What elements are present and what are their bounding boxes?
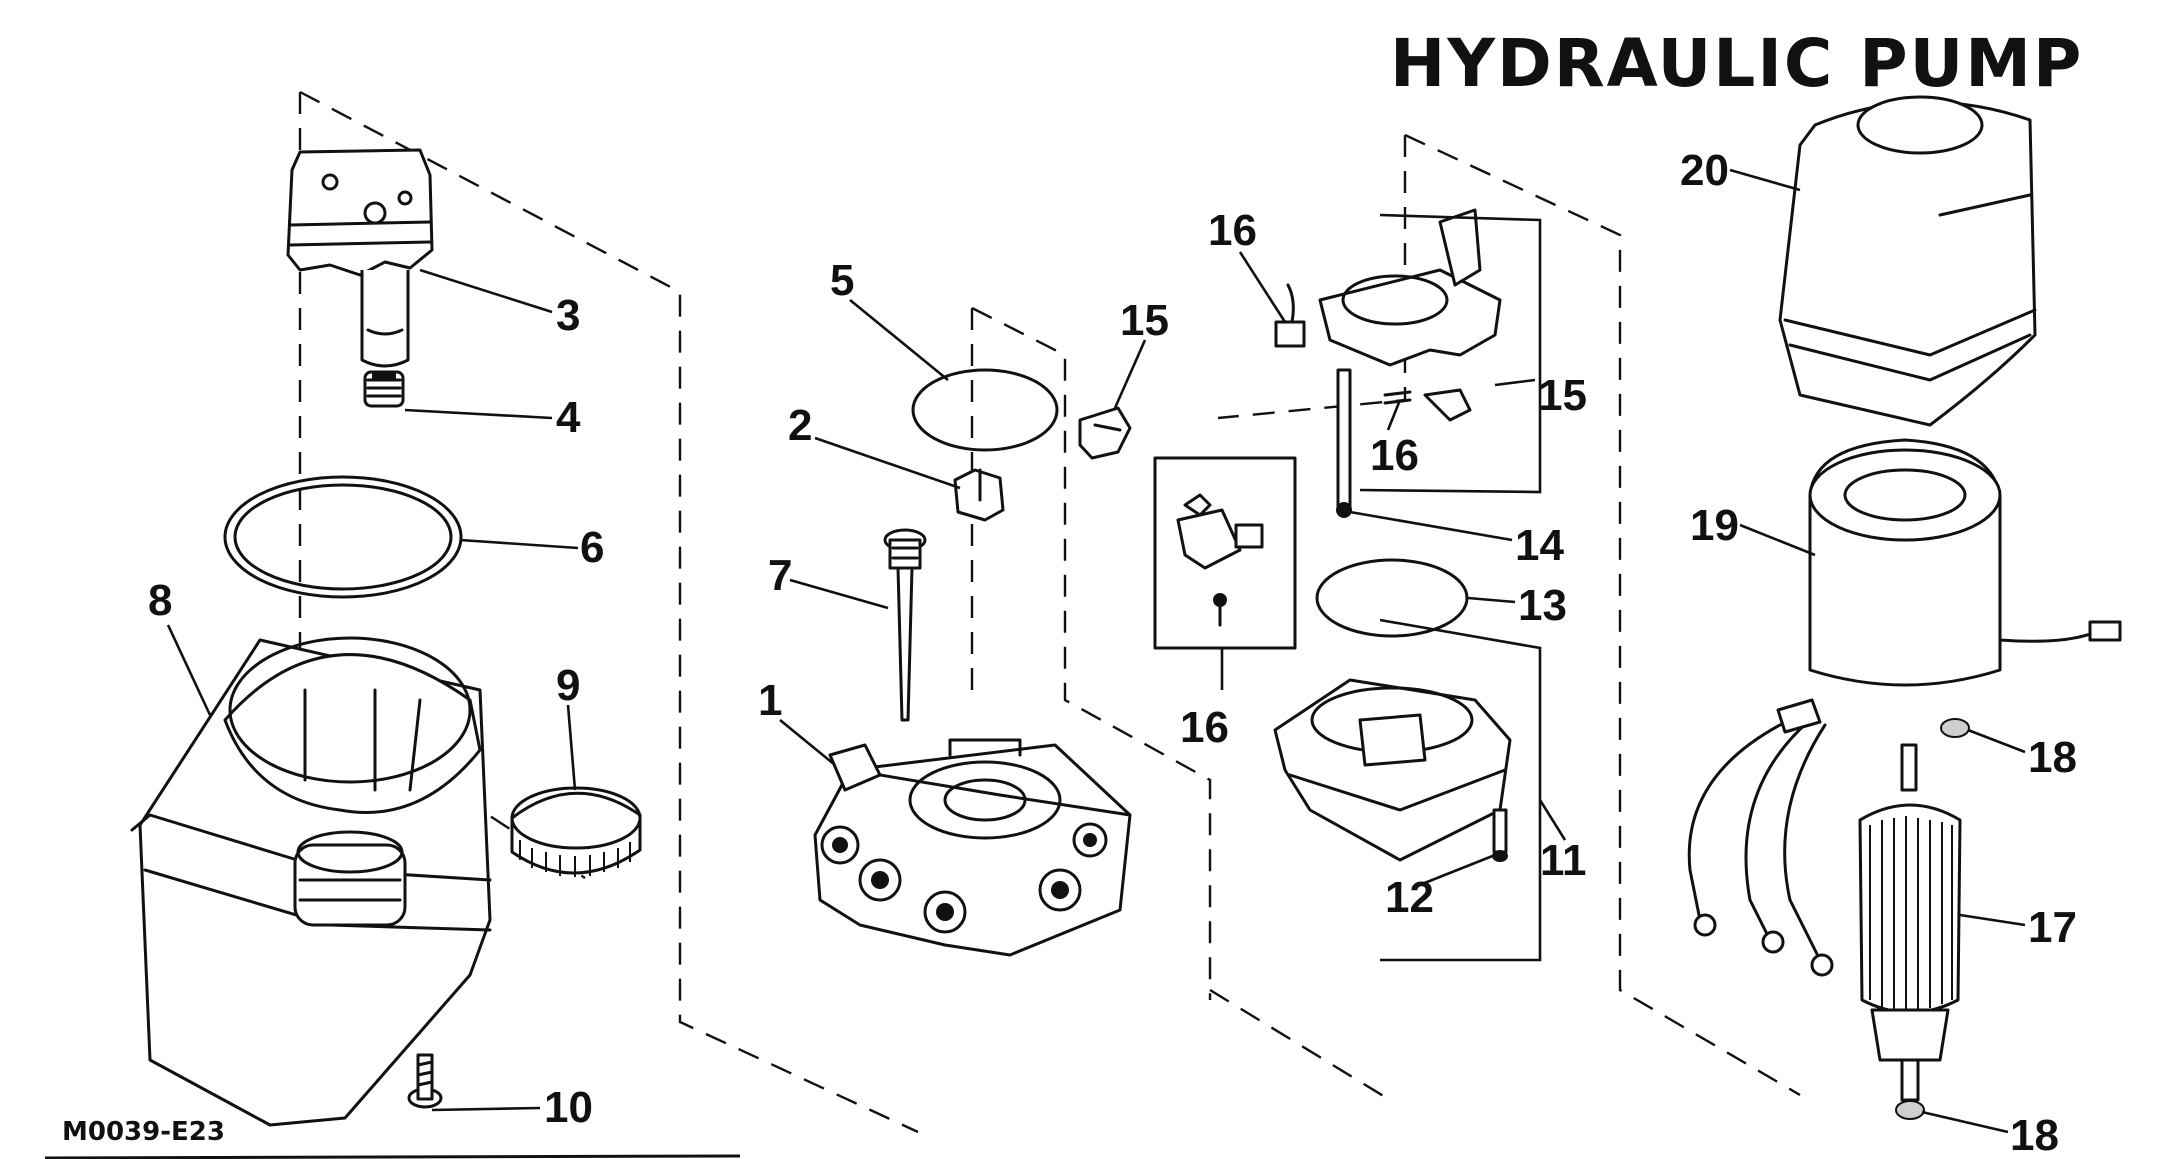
callout-15-left: 15 bbox=[1120, 296, 1169, 345]
part-12-screw bbox=[1492, 808, 1508, 862]
bottom-rule bbox=[44, 1154, 741, 1159]
part-4-check-valve bbox=[363, 370, 405, 408]
part-2-fitting bbox=[953, 468, 1005, 522]
callout-9: 9 bbox=[556, 661, 580, 710]
diagram-title: HYDRAULIC PUMP bbox=[1390, 25, 2083, 102]
callout-16-mid: 16 bbox=[1370, 431, 1419, 480]
callout-14: 14 bbox=[1515, 521, 1564, 570]
callout-10: 10 bbox=[544, 1083, 593, 1132]
callout-labels: 3 4 6 8 9 10 5 2 7 1 15 16 16 16 15 14 1… bbox=[148, 146, 2077, 1159]
callout-18-bottom: 18 bbox=[2010, 1111, 2059, 1159]
part-16-detail-box bbox=[1153, 456, 1297, 650]
leader-lines bbox=[166, 168, 2026, 1134]
callout-11: 11 bbox=[1540, 836, 1587, 885]
part-10-screw bbox=[407, 1053, 443, 1109]
callout-20: 20 bbox=[1680, 146, 1729, 195]
part-6-o-ring bbox=[223, 475, 463, 599]
part-9-filler-cap bbox=[510, 786, 642, 877]
callout-17: 17 bbox=[2028, 903, 2077, 952]
callout-4: 4 bbox=[556, 393, 581, 442]
callout-15-right: 15 bbox=[1538, 371, 1587, 420]
callout-19: 19 bbox=[1690, 501, 1739, 550]
part-20-motor-cover bbox=[1778, 95, 2037, 427]
part-15-clip bbox=[1078, 406, 1132, 460]
part-3-valve-body bbox=[286, 148, 434, 368]
callout-12: 12 bbox=[1385, 873, 1434, 922]
part-7-valve-stem bbox=[883, 528, 927, 722]
callout-18-top: 18 bbox=[2028, 733, 2077, 782]
part-19-field-assembly bbox=[1687, 438, 2122, 977]
part-11-end-housing bbox=[1273, 678, 1512, 862]
callout-5: 5 bbox=[830, 256, 854, 305]
figure-code: M0039-E23 bbox=[62, 1117, 225, 1147]
callout-2: 2 bbox=[788, 401, 812, 450]
callout-3: 3 bbox=[556, 291, 580, 340]
part-17-armature bbox=[1858, 743, 1962, 1102]
part-18-washer-bottom bbox=[1895, 1100, 1925, 1120]
callout-16-box: 16 bbox=[1180, 703, 1229, 752]
part-8-reservoir bbox=[130, 636, 492, 1127]
part-14-through-bolt bbox=[1336, 368, 1352, 518]
assembly-outlines bbox=[298, 90, 1801, 1134]
callout-1: 1 bbox=[758, 676, 782, 725]
part-15-brush-holder bbox=[1318, 208, 1502, 422]
callout-8: 8 bbox=[148, 576, 172, 625]
callout-13: 13 bbox=[1518, 581, 1567, 630]
callout-7: 7 bbox=[768, 551, 792, 600]
part-18-washer-top bbox=[1940, 718, 1970, 738]
part-13-o-ring bbox=[1315, 558, 1469, 638]
part-5-o-ring bbox=[911, 368, 1059, 452]
part-16-terminal bbox=[1274, 283, 1306, 348]
callout-16-top: 16 bbox=[1208, 206, 1257, 255]
callout-6: 6 bbox=[580, 523, 604, 572]
part-1-pump-body bbox=[813, 738, 1132, 957]
